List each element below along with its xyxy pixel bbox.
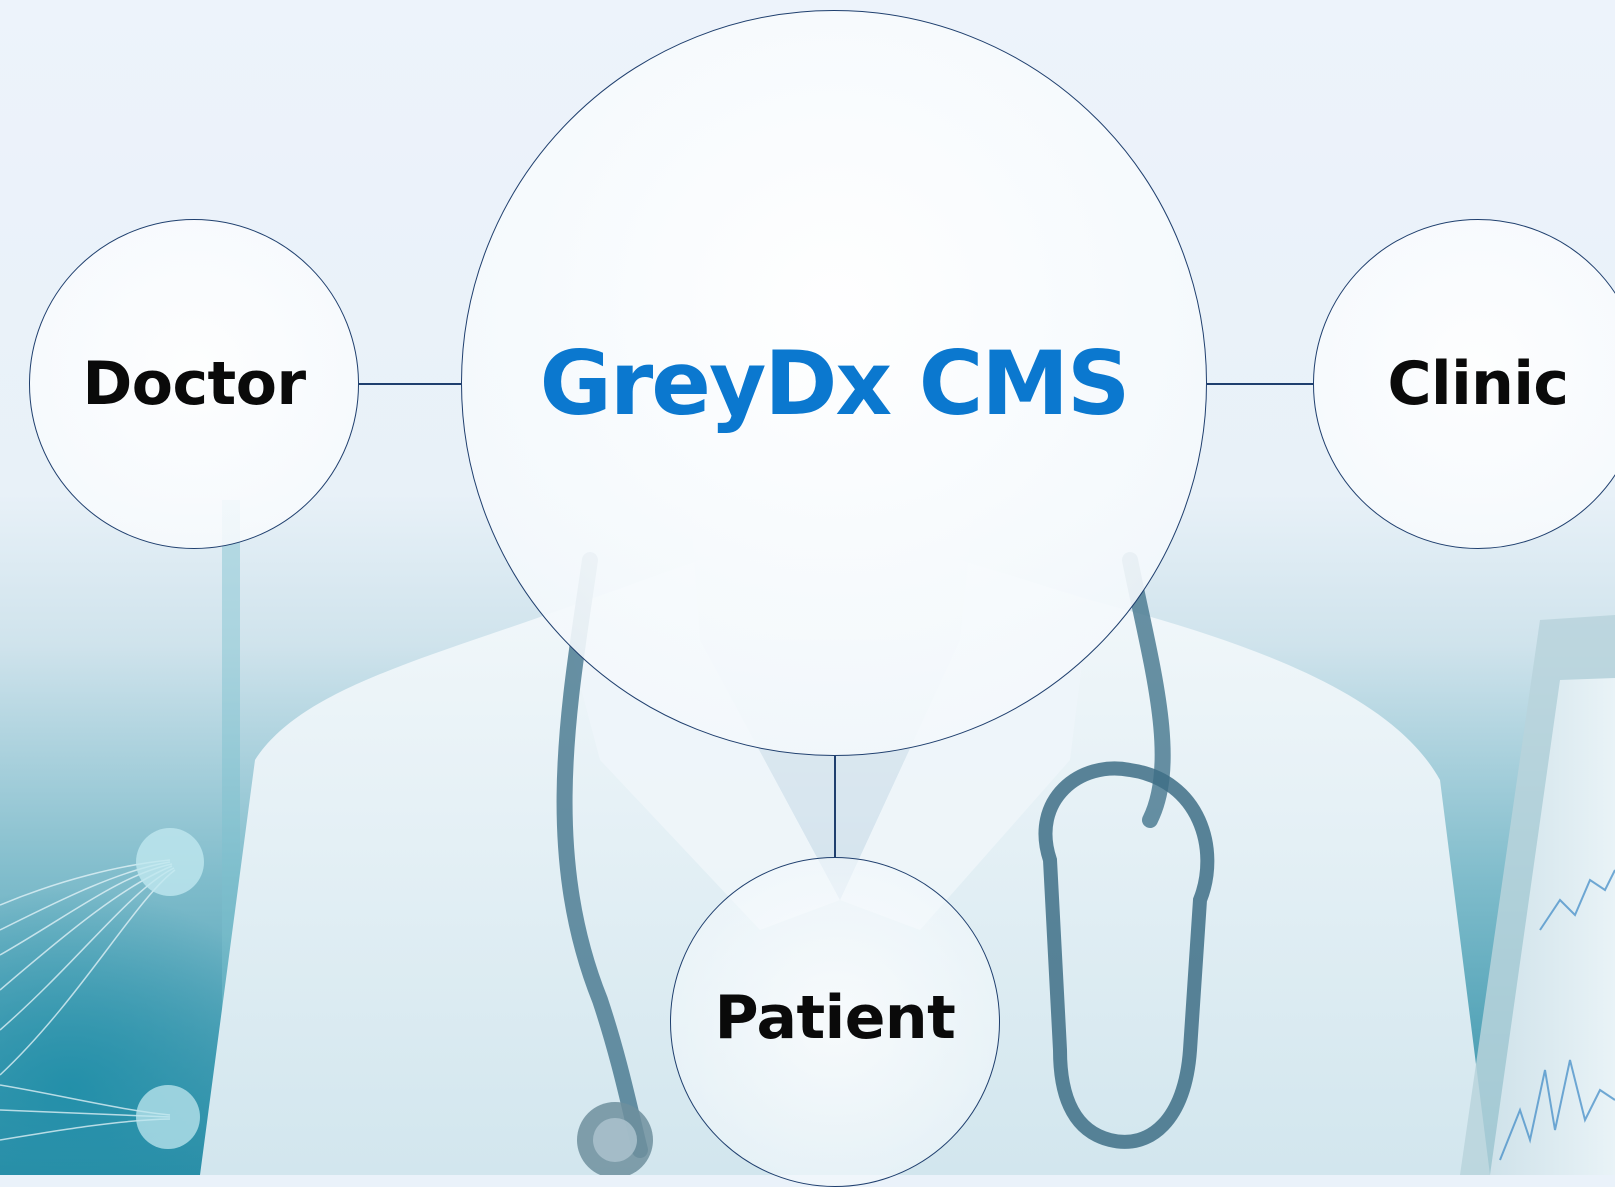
- patient-node-label: Patient: [714, 983, 956, 1053]
- doctor-node-label: Doctor: [82, 349, 306, 419]
- connector-center-doctor: [359, 383, 461, 385]
- clinic-node-label: Clinic: [1387, 349, 1569, 419]
- center-node: GreyDx CMS: [461, 10, 1207, 756]
- doctor-node: Doctor: [29, 219, 359, 549]
- connector-center-clinic: [1207, 383, 1313, 385]
- center-node-label: GreyDx CMS: [539, 331, 1131, 435]
- patient-node: Patient: [670, 857, 1000, 1187]
- connector-center-patient: [834, 756, 836, 857]
- clinic-node: Clinic: [1313, 219, 1615, 549]
